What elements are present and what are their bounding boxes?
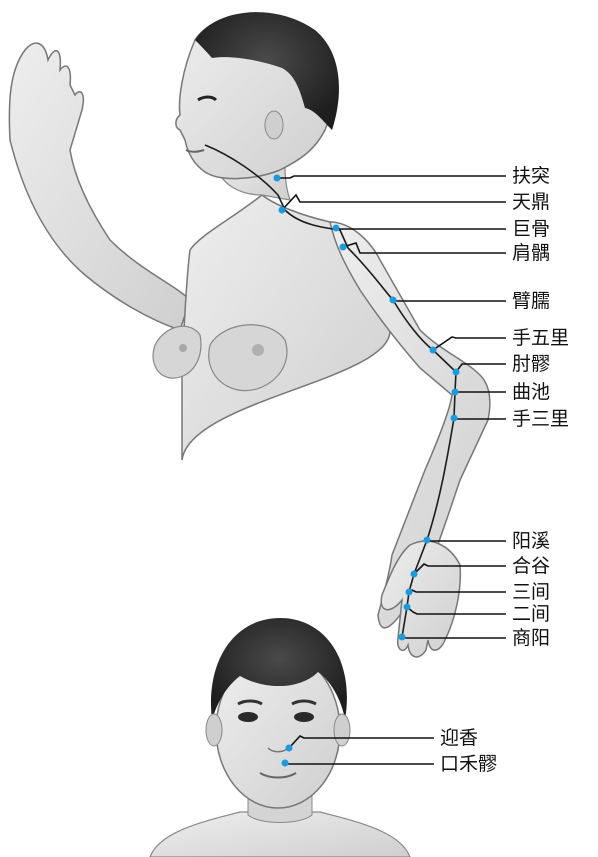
acupoint-zhouliao — [453, 369, 460, 376]
label-hegu: 合谷 — [512, 555, 550, 577]
acupoint-erjian — [404, 604, 411, 611]
label-zhouliao: 肘髎 — [512, 353, 550, 375]
acupoint-binao — [390, 297, 397, 304]
acupoint-tianding — [279, 207, 286, 214]
acupoint-yangxi — [424, 537, 431, 544]
acupoint-shouwuli — [430, 347, 437, 354]
acupoint-shangyang — [399, 634, 406, 641]
ear-left-front — [206, 714, 222, 746]
acupoint-sanjian — [406, 589, 413, 596]
raised-arm — [9, 43, 190, 330]
leader-line-futu — [277, 176, 506, 178]
ear-profile — [265, 111, 283, 139]
acupoint-jugu — [333, 225, 340, 232]
acupoint-futu — [274, 175, 281, 182]
acupoint-kouheliao — [282, 760, 289, 767]
eye-left-front — [238, 712, 258, 722]
ear-right-front — [334, 714, 350, 746]
acupoint-shousanli — [451, 415, 458, 422]
label-shouwuli: 手五里 — [512, 327, 569, 349]
label-shousanli: 手三里 — [512, 408, 569, 430]
label-shangyang: 商阳 — [512, 627, 550, 649]
nipple-right — [252, 344, 264, 356]
acupoint-quchi — [452, 389, 459, 396]
leader-line-tianding — [282, 195, 506, 210]
label-binao: 臂臑 — [512, 290, 550, 312]
acupoint-hegu — [411, 571, 418, 578]
label-sanjian: 三间 — [512, 581, 550, 603]
label-quchi: 曲池 — [512, 381, 550, 403]
label-futu: 扶突 — [512, 165, 550, 187]
label-yingxiang: 迎香 — [440, 727, 478, 749]
leader-line-binao — [393, 300, 506, 301]
label-kouheliao: 口禾髎 — [440, 753, 497, 775]
label-yangxi: 阳溪 — [512, 530, 550, 552]
acupoint-jianyu — [340, 244, 347, 251]
acupoint-yingxiang — [286, 745, 293, 752]
label-jugu: 巨骨 — [512, 218, 550, 240]
label-jianyu: 肩髃 — [512, 242, 550, 264]
label-tianding: 天鼎 — [512, 191, 550, 213]
leader-line-jugu — [336, 228, 506, 229]
leader-line-shouwuli — [433, 337, 506, 350]
eye-right-front — [294, 712, 314, 722]
nipple-left — [179, 344, 187, 352]
label-erjian: 二间 — [512, 603, 550, 625]
